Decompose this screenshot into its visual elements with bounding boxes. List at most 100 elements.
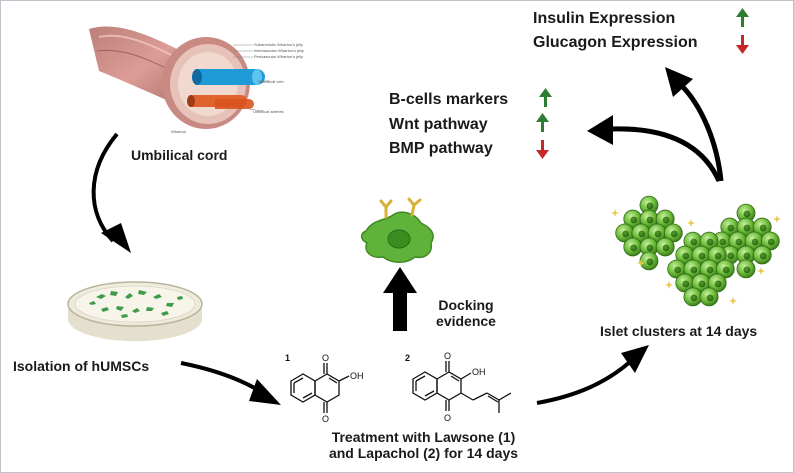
arrow-up-icon: [736, 8, 749, 27]
islet-cell-nucleus: [690, 266, 698, 274]
islet-cell-nucleus: [743, 252, 751, 260]
islet-cell-nucleus: [706, 294, 714, 302]
docking-label-line-1: Docking: [438, 297, 494, 313]
islet-cell-nucleus: [722, 266, 730, 274]
islet-cell-nucleus: [706, 266, 714, 274]
islet-cell-nucleus: [630, 216, 638, 224]
islet-cell-nucleus: [654, 230, 662, 238]
cord-legend-1: Subamniotic Wharton's jelly: [254, 42, 303, 47]
compound-2-hydroxyl: OH: [472, 367, 486, 377]
islet-cell-nucleus: [743, 224, 751, 232]
treatment-label: Treatment with Lawsone (1) and Lapachol …: [306, 429, 541, 461]
umbilical-cord-label: Umbilical cord: [131, 147, 228, 163]
arrow-down-icon: [736, 35, 749, 54]
sparkle-icon: [637, 259, 645, 267]
sparkle-icon: [729, 297, 737, 305]
islet-cell-nucleus: [682, 280, 690, 288]
islet-cell-nucleus: [714, 280, 722, 288]
islet-clusters-label: Islet clusters at 14 days: [600, 323, 758, 339]
treatment-label-line-2: and Lapachol (2) for 14 days: [328, 445, 519, 461]
compound-1-number: 1: [285, 353, 290, 363]
islet-cell-nucleus: [646, 258, 654, 266]
cord-legend-5: Umbilical arteries: [253, 109, 284, 114]
lawsone-structure: [290, 363, 350, 413]
cord-legend-4: Umbilical vein: [259, 79, 284, 84]
sparkle-icon: [687, 219, 695, 227]
sparkle-icon: [757, 267, 765, 275]
islet-cell-nucleus: [743, 210, 751, 218]
arrow-down-icon: [536, 140, 549, 159]
sparkle-icon: [611, 209, 619, 217]
flow-arrow-treatment-to-islets: [536, 359, 633, 405]
islet-cluster: [615, 195, 683, 271]
islet-cell-nucleus: [759, 224, 767, 232]
wnt-pathway-label: Wnt pathway: [389, 116, 488, 133]
cord-legend-3: Perivascular Wharton's jelly: [254, 54, 303, 59]
flow-arrowhead-dish-to-treatment: [249, 379, 281, 405]
islet-cell-nucleus: [706, 238, 714, 246]
flow-arrowhead-islets-to-expression: [665, 67, 693, 97]
flow-arrow-islets-to-expression: [679, 83, 724, 182]
bmp-pathway-label: BMP pathway: [389, 140, 493, 157]
docking-label: Docking evidence: [425, 297, 507, 329]
lapachol-structure: [412, 361, 512, 413]
islet-cell-nucleus: [743, 266, 751, 274]
islet-cell-nucleus: [646, 244, 654, 252]
arrow-up-icon: [536, 113, 549, 132]
islet-cluster: [667, 231, 735, 307]
islet-cell-nucleus: [735, 238, 743, 246]
islet-cell-nucleus: [698, 252, 706, 260]
docking-arrow-shaft: [393, 291, 407, 331]
islet-cell-nucleus: [759, 252, 767, 260]
isolation-label: Isolation of hUMSCs: [13, 358, 150, 374]
islet-cell-nucleus: [719, 238, 727, 246]
islet-cell-nucleus: [767, 238, 775, 246]
beta-cell-illustration: [360, 197, 434, 263]
compound-2-number: 2: [405, 353, 410, 363]
compound-2-oxygen-bottom: O: [444, 413, 451, 423]
glucagon-expression-label: Glucagon Expression: [533, 34, 698, 51]
flow-arrow-dish-to-treatment: [180, 361, 265, 395]
compound-1-hydroxyl: OH: [350, 371, 364, 381]
islet-cell-nucleus: [682, 252, 690, 260]
islet-cell-nucleus: [662, 216, 670, 224]
sparkle-icon: [665, 281, 673, 289]
islet-cell-nucleus: [690, 294, 698, 302]
islet-cell-nucleus: [622, 230, 630, 238]
islet-cell-nucleus: [751, 238, 759, 246]
flow-arrowhead-islets-to-markers: [587, 115, 613, 145]
petri-dish-illustration: [67, 281, 203, 341]
islet-cell-nucleus: [690, 238, 698, 246]
flow-arrow-islets-to-markers: [608, 126, 722, 183]
flow-arrow-cord-to-dish: [91, 132, 119, 243]
islet-cell-nucleus: [698, 280, 706, 288]
sparkle-icon: [773, 215, 781, 223]
islet-cell-nucleus: [727, 252, 735, 260]
islet-cell-nucleus: [670, 230, 678, 238]
islet-cell-nucleus: [646, 216, 654, 224]
islet-cell-nucleus: [638, 230, 646, 238]
compound-2-oxygen-top: O: [444, 351, 451, 361]
islet-cell-nucleus: [714, 252, 722, 260]
compound-1-oxygen-bottom: O: [322, 414, 329, 424]
flow-arrowhead-cord-to-dish: [101, 223, 131, 253]
compound-1-oxygen-top: O: [322, 353, 329, 363]
docking-label-line-2: evidence: [436, 313, 496, 329]
cord-legend-6: Wharton: [171, 129, 186, 134]
islet-cluster: [712, 203, 780, 279]
treatment-label-line-1: Treatment with Lawsone (1): [331, 429, 516, 445]
insulin-expression-label: Insulin Expression: [533, 10, 676, 27]
umbilical-cord-illustration: Subamniotic Wharton's jelly Intervascula…: [89, 26, 304, 134]
islet-clusters-illustration: [611, 195, 781, 307]
cord-legend-2: Intervascular Wharton's jelly: [254, 48, 304, 53]
flow-arrowhead-treatment-to-islets: [621, 345, 649, 373]
islet-cell-nucleus: [662, 244, 670, 252]
islet-cell-nucleus: [674, 266, 682, 274]
islet-cell-nucleus: [727, 224, 735, 232]
islet-cell-nucleus: [630, 244, 638, 252]
arrow-up-icon: [539, 88, 552, 107]
b-cells-markers-label: B-cells markers: [389, 91, 509, 108]
islet-cell-nucleus: [646, 202, 654, 210]
